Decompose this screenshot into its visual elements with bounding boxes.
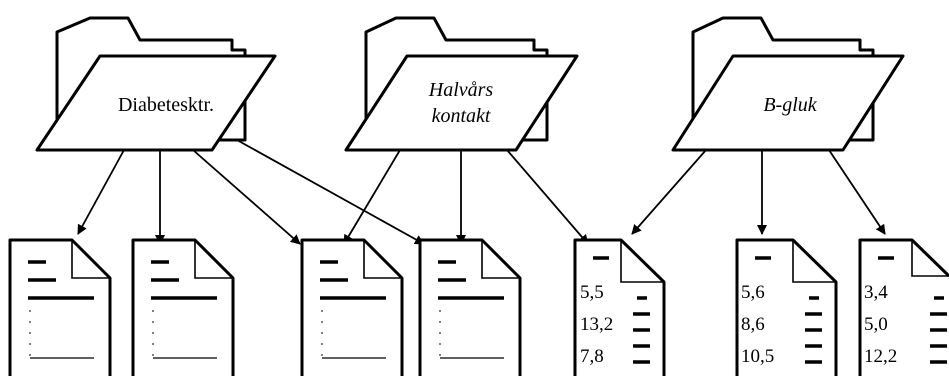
- document-6[interactable]: 5,6 8,6 10,5: [735, 238, 838, 376]
- document-2[interactable]: [131, 238, 235, 376]
- doc-fold: [792, 240, 836, 283]
- arrow-halvars-doc5: [506, 149, 589, 245]
- document-6-value-3: 10,5: [741, 346, 774, 367]
- folder-halvars[interactable]: Halvårs kontakt: [344, 16, 579, 152]
- arrow-diabetes-doc3: [192, 149, 301, 245]
- folder-front-bgluk: [671, 54, 905, 152]
- doc-fold: [620, 240, 664, 283]
- arrow-halvars-doc3: [343, 149, 401, 245]
- doc-fold: [194, 240, 233, 279]
- folder-label-bgluk: B-gluk: [763, 94, 817, 116]
- document-5-value-3: 7,8: [580, 346, 604, 367]
- link-arrows: [77, 139, 886, 245]
- doc-fold: [911, 240, 949, 277]
- arrow-diabetes-doc4: [236, 139, 425, 245]
- folder-bgluk[interactable]: B-gluk: [671, 16, 905, 152]
- folder-front-diabetes: [35, 54, 277, 152]
- document-5[interactable]: 5,5 13,2 7,8: [573, 238, 666, 376]
- document-5-value-1: 5,5: [580, 282, 604, 303]
- arrow-bgluk-doc7: [828, 149, 886, 235]
- doc-page: [300, 238, 404, 376]
- doc-page: [131, 238, 235, 376]
- document-7-value-3: 12,2: [864, 346, 897, 367]
- doc-page: [8, 238, 112, 376]
- document-6-value-1: 5,6: [741, 282, 765, 303]
- folder-diabetes[interactable]: Diabetesktr.: [35, 16, 277, 152]
- document-3[interactable]: [300, 238, 404, 376]
- document-6-value-2: 8,6: [741, 314, 765, 335]
- folder-label-halvars-line1: Halvårs: [428, 79, 494, 101]
- doc-page: [418, 238, 522, 376]
- document-7-value-2: 5,0: [864, 314, 888, 335]
- doc-fold: [363, 240, 402, 279]
- document-4[interactable]: [418, 238, 522, 376]
- doc-page: [858, 238, 949, 376]
- document-7-value-1: 3,4: [864, 282, 888, 303]
- folder-label-diabetes: Diabetesktr.: [118, 94, 214, 116]
- arrow-diabetes-doc1: [77, 149, 125, 235]
- arrow-bgluk-doc5: [631, 149, 707, 235]
- doc-fold: [481, 240, 520, 279]
- doc-fold: [71, 240, 110, 279]
- folder-front-halvars: [344, 54, 579, 152]
- document-1[interactable]: [8, 238, 112, 376]
- folder-label-halvars-line2: kontakt: [432, 105, 491, 127]
- document-5-value-2: 13,2: [580, 314, 613, 335]
- document-7[interactable]: 3,4 5,0 12,2: [858, 238, 949, 376]
